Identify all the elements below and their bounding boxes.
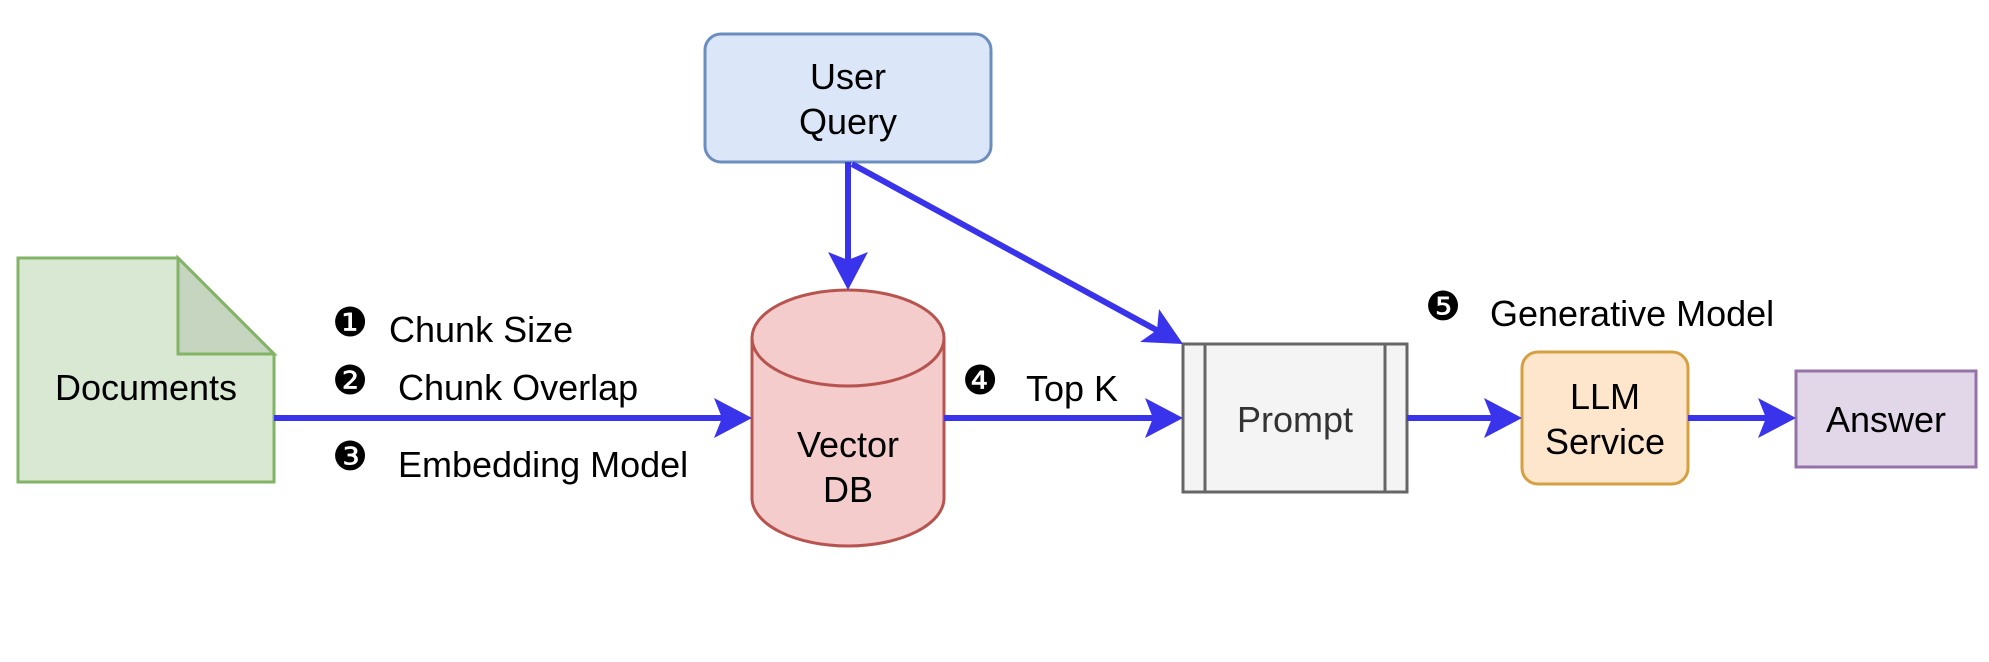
generative-model-label: Generative Model	[1490, 293, 1774, 334]
answer-label: Answer	[1826, 399, 1946, 440]
documents-fold	[176, 254, 278, 356]
answer-node: Answer	[1794, 369, 1978, 469]
edge-documents-to-vector-db	[274, 398, 752, 438]
vector-db-body	[750, 338, 946, 548]
edge-query-to-prompt	[850, 161, 1183, 344]
user-query-box	[703, 32, 993, 164]
vector-db-top	[750, 288, 946, 388]
number-badge-4: ❹	[962, 358, 998, 404]
edge-query-to-vector-db	[828, 162, 868, 290]
parameter-top-k: ❹ Top K	[962, 358, 1118, 409]
llm-service-node: LLM Service	[1520, 350, 1690, 486]
documents-label: Documents	[55, 367, 237, 408]
answer-box	[1794, 369, 1978, 469]
number-badge-5: ❺	[1425, 284, 1461, 330]
llm-service-label-line1: LLM	[1570, 376, 1640, 417]
parameter-embedding-model: ❸ Embedding Model	[332, 434, 688, 485]
prompt-node: Prompt	[1181, 342, 1409, 494]
vector-db-node: Vector DB	[750, 288, 946, 548]
user-query-label-line1: User	[810, 56, 886, 97]
top-k-label: Top K	[1026, 368, 1118, 409]
embedding-model-label: Embedding Model	[398, 444, 688, 485]
edge-llm-to-answer	[1688, 398, 1796, 438]
vector-db-label-line1: Vector	[797, 424, 899, 465]
llm-service-label-line2: Service	[1545, 421, 1665, 462]
number-badge-2: ❷	[332, 358, 368, 404]
number-badge-1: ❶	[332, 300, 368, 346]
chunk-size-label: Chunk Size	[389, 309, 573, 350]
prompt-box	[1181, 342, 1409, 494]
user-query-label-line2: Query	[799, 101, 897, 142]
user-query-node: User Query	[703, 32, 993, 164]
edge-vector-db-to-prompt	[944, 398, 1183, 438]
prompt-label: Prompt	[1237, 399, 1353, 440]
parameter-generative-model: ❺ Generative Model	[1425, 284, 1774, 334]
parameter-chunk-size: ❶ Chunk Size	[332, 300, 573, 350]
llm-service-box	[1520, 350, 1690, 486]
number-badge-3: ❸	[332, 434, 368, 480]
edge-prompt-to-llm	[1407, 398, 1522, 438]
documents-node: Documents	[16, 254, 278, 484]
parameter-chunk-overlap: ❷ Chunk Overlap	[332, 358, 638, 408]
vector-db-label-line2: DB	[823, 469, 873, 510]
edges	[274, 161, 1796, 438]
chunk-overlap-label: Chunk Overlap	[398, 367, 638, 408]
